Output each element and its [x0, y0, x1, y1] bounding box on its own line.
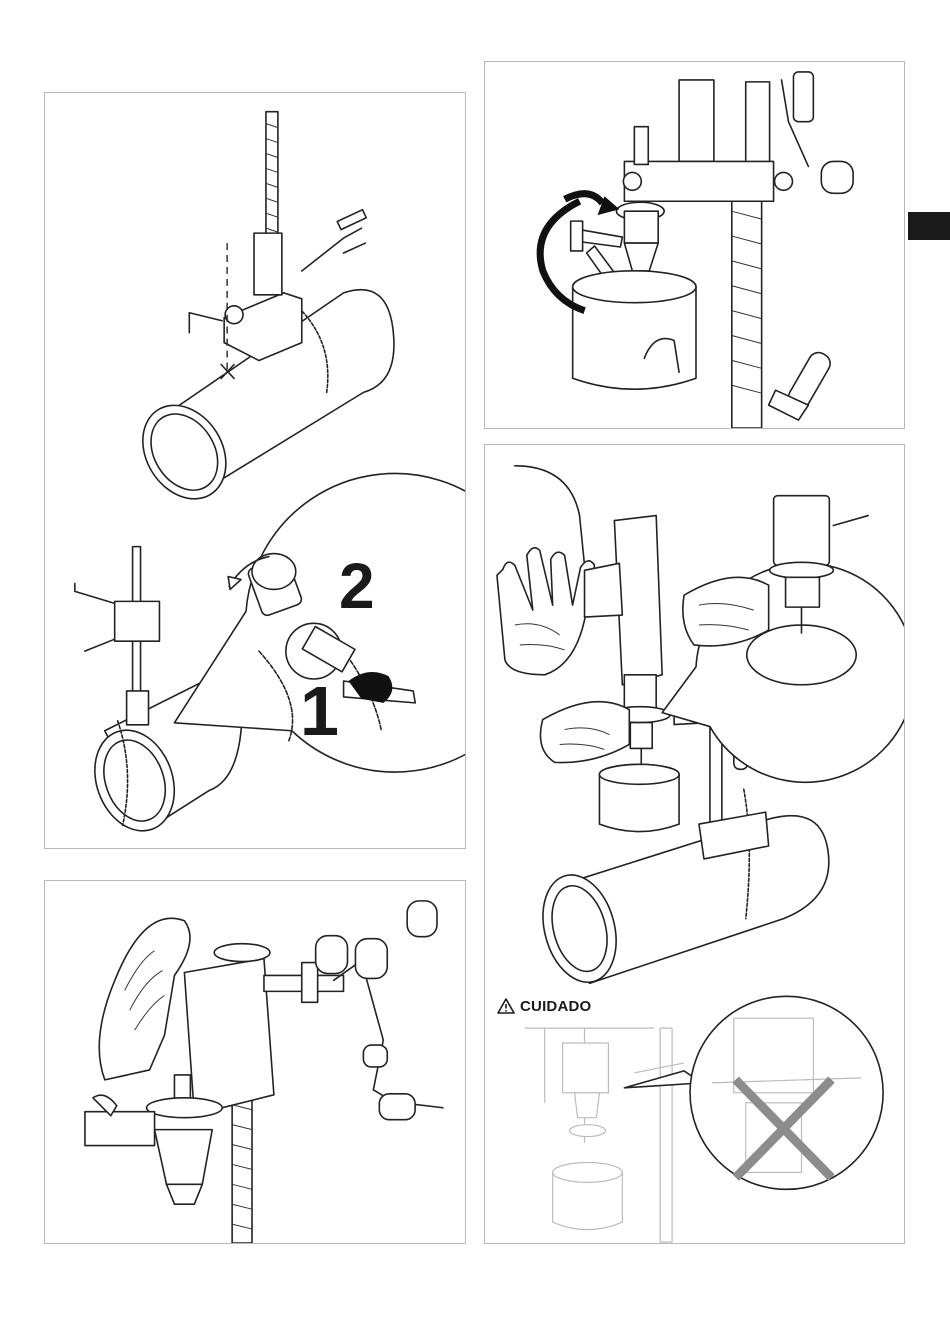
- illustration-attach-collar: [44, 880, 466, 1244]
- core-bit: [599, 764, 679, 831]
- small-stand: [75, 547, 160, 725]
- drilling-operation-drawing: [485, 445, 904, 1243]
- tighten-chuck-drawing: [485, 62, 904, 428]
- caution-label: CUIDADO: [520, 998, 591, 1015]
- hand-on-collar: [540, 702, 629, 763]
- step-number-2: 2: [339, 554, 375, 618]
- caution-drawing: [525, 996, 883, 1242]
- illustration-mount-on-pipe: [44, 92, 466, 849]
- caution-notice: CUIDADO: [497, 994, 591, 1018]
- drill-chuck: [616, 127, 664, 289]
- core-bit: [573, 271, 696, 389]
- power-cable: [515, 466, 585, 566]
- mount-on-pipe-drawing: [45, 93, 465, 848]
- stand-column: [732, 82, 770, 428]
- detail-callout: [662, 496, 904, 783]
- warning-triangle-icon: [497, 998, 515, 1014]
- hand-raised: [497, 548, 595, 675]
- handle-knob: [769, 349, 834, 420]
- pipe: [532, 789, 829, 990]
- illustration-tighten-chuck: [484, 61, 905, 429]
- section-tab: [908, 212, 950, 240]
- illustration-drilling-operation: [484, 444, 905, 1244]
- feed-handle: [782, 72, 854, 193]
- crank-handle: [316, 901, 443, 1120]
- attach-collar-drawing: [45, 881, 465, 1243]
- step-number-1: 1: [300, 676, 339, 746]
